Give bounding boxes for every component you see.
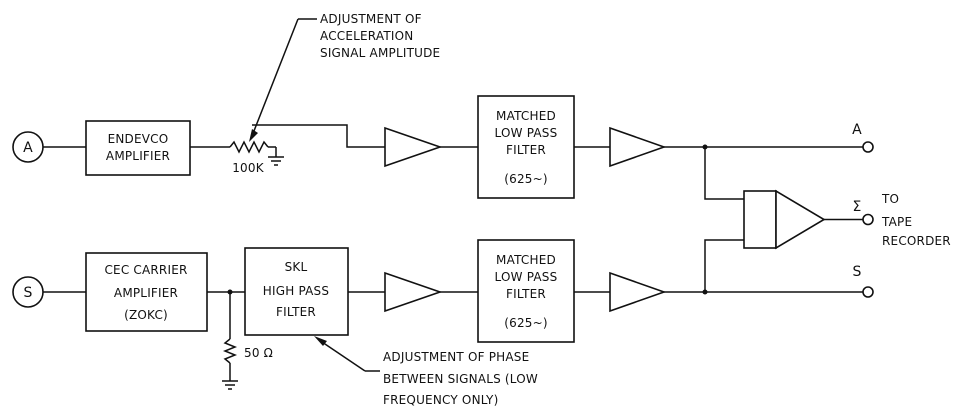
skl-label-line1: SKL: [285, 260, 308, 274]
junction-dot: [702, 289, 708, 295]
annotation-leader: [251, 18, 299, 137]
acceleration-note-line1: ADJUSTMENT OF: [320, 12, 422, 26]
endevco-amplifier-block: [85, 120, 191, 176]
ground-symbol: [268, 156, 284, 166]
buffer-amplifier-a2: [609, 126, 667, 168]
input-s-label: S: [23, 285, 32, 301]
lpf-s-line1: MATCHED: [496, 253, 556, 267]
output-s-terminal: [862, 286, 874, 298]
channel-a: A ENDEVCO AMPLIFIER 100K ADJUSTMENT OF A…: [12, 12, 874, 199]
shunt-resistor-symbol: [222, 338, 238, 364]
potentiometer-resistor-symbol: [229, 140, 269, 154]
lpf-a-line2: LOW PASS: [495, 126, 558, 140]
lpf-a-line4: (625~): [504, 172, 548, 186]
phase-note-line3: FREQUENCY ONLY): [383, 393, 498, 407]
wire: [252, 124, 385, 148]
cec-label-line3: (ZOKC): [124, 308, 168, 322]
endevco-label-line2: AMPLIFIER: [106, 149, 170, 163]
phase-note-line1: ADJUSTMENT OF PHASE: [383, 350, 529, 364]
cec-label-line1: CEC CARRIER: [104, 263, 187, 277]
acceleration-note-line2: ACCELERATION: [320, 29, 413, 43]
summing-input-block: [743, 190, 777, 249]
skl-high-pass-filter-block: [244, 247, 349, 336]
output-sum-label: Σ: [852, 199, 861, 215]
buffer-amplifier-s2: [609, 271, 667, 313]
output-sum-terminal: [862, 213, 874, 226]
matched-low-pass-filter-s-block: [477, 239, 575, 343]
matched-low-pass-filter-a-block: [477, 95, 575, 199]
input-a-label: A: [23, 140, 33, 156]
cec-label-line2: AMPLIFIER: [114, 286, 178, 300]
lpf-a-line3: FILTER: [506, 143, 546, 157]
output-a-terminal: [862, 141, 874, 153]
destination-line3: RECORDER: [882, 234, 951, 248]
summing-amplifier: [775, 189, 826, 250]
wiper-arrow-icon: [249, 129, 258, 142]
buffer-amplifier-s1: [384, 271, 443, 313]
wire: [704, 239, 744, 292]
buffer-amplifier-a1: [384, 126, 443, 168]
channel-s: S CEC CARRIER AMPLIFIER (ZOKC) 50 Ω SKL …: [12, 239, 874, 407]
lpf-s-line4: (625~): [504, 316, 548, 330]
skl-label-line2: HIGH PASS: [263, 284, 329, 298]
wire: [704, 147, 744, 200]
destination-line2: TAPE: [881, 215, 912, 229]
cec-carrier-amplifier-block: [85, 252, 208, 332]
lpf-s-line2: LOW PASS: [495, 270, 558, 284]
shunt-resistor-value-label: 50 Ω: [244, 346, 273, 360]
ground-symbol: [222, 380, 238, 390]
lpf-s-line3: FILTER: [506, 287, 546, 301]
lpf-a-line1: MATCHED: [496, 109, 556, 123]
summing-stage: Σ TO TAPE RECORDER: [704, 147, 951, 292]
endevco-label-line1: ENDEVCO: [108, 132, 169, 146]
output-s-label: S: [852, 264, 861, 280]
skl-label-line3: FILTER: [276, 305, 316, 319]
output-a-label: A: [852, 122, 862, 138]
annotation-leader: [321, 341, 366, 372]
destination-line1: TO: [881, 192, 899, 206]
acceleration-note-line3: SIGNAL AMPLITUDE: [320, 46, 440, 60]
phase-note-line2: BETWEEN SIGNALS (LOW: [383, 372, 538, 386]
potentiometer-value-label: 100K: [232, 161, 265, 175]
